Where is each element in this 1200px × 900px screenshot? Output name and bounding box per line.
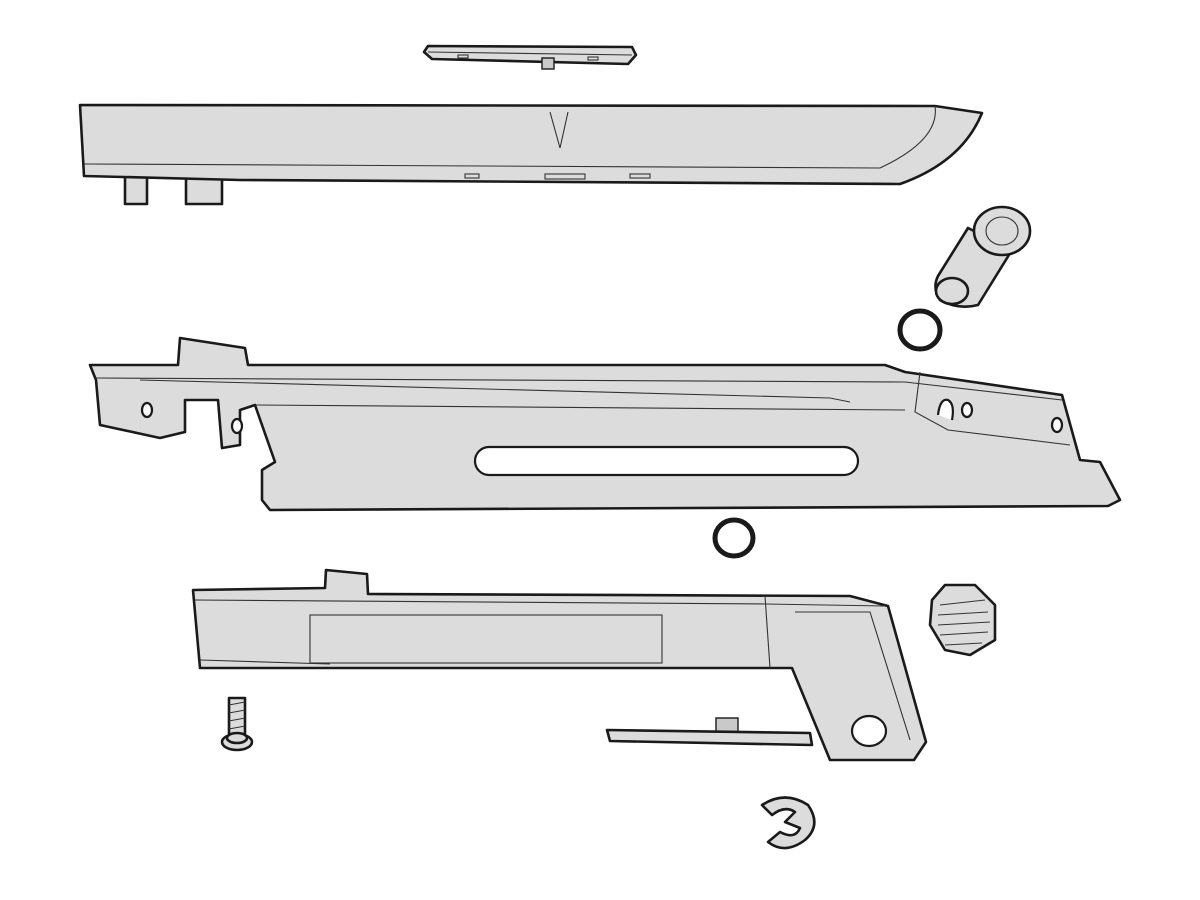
shoulder-screw [934, 205, 1032, 308]
top-small-plate [422, 44, 638, 70]
slotted-guide-rail [88, 336, 1122, 512]
o-ring-upper [897, 308, 943, 352]
bottom-small-plate [605, 717, 814, 747]
l-shaped-bracket [191, 568, 928, 762]
e-clip [760, 796, 816, 850]
top-rail-cover [78, 103, 984, 206]
o-ring-lower [712, 517, 756, 559]
small-screw [220, 696, 254, 752]
knurled-nut [928, 583, 997, 657]
